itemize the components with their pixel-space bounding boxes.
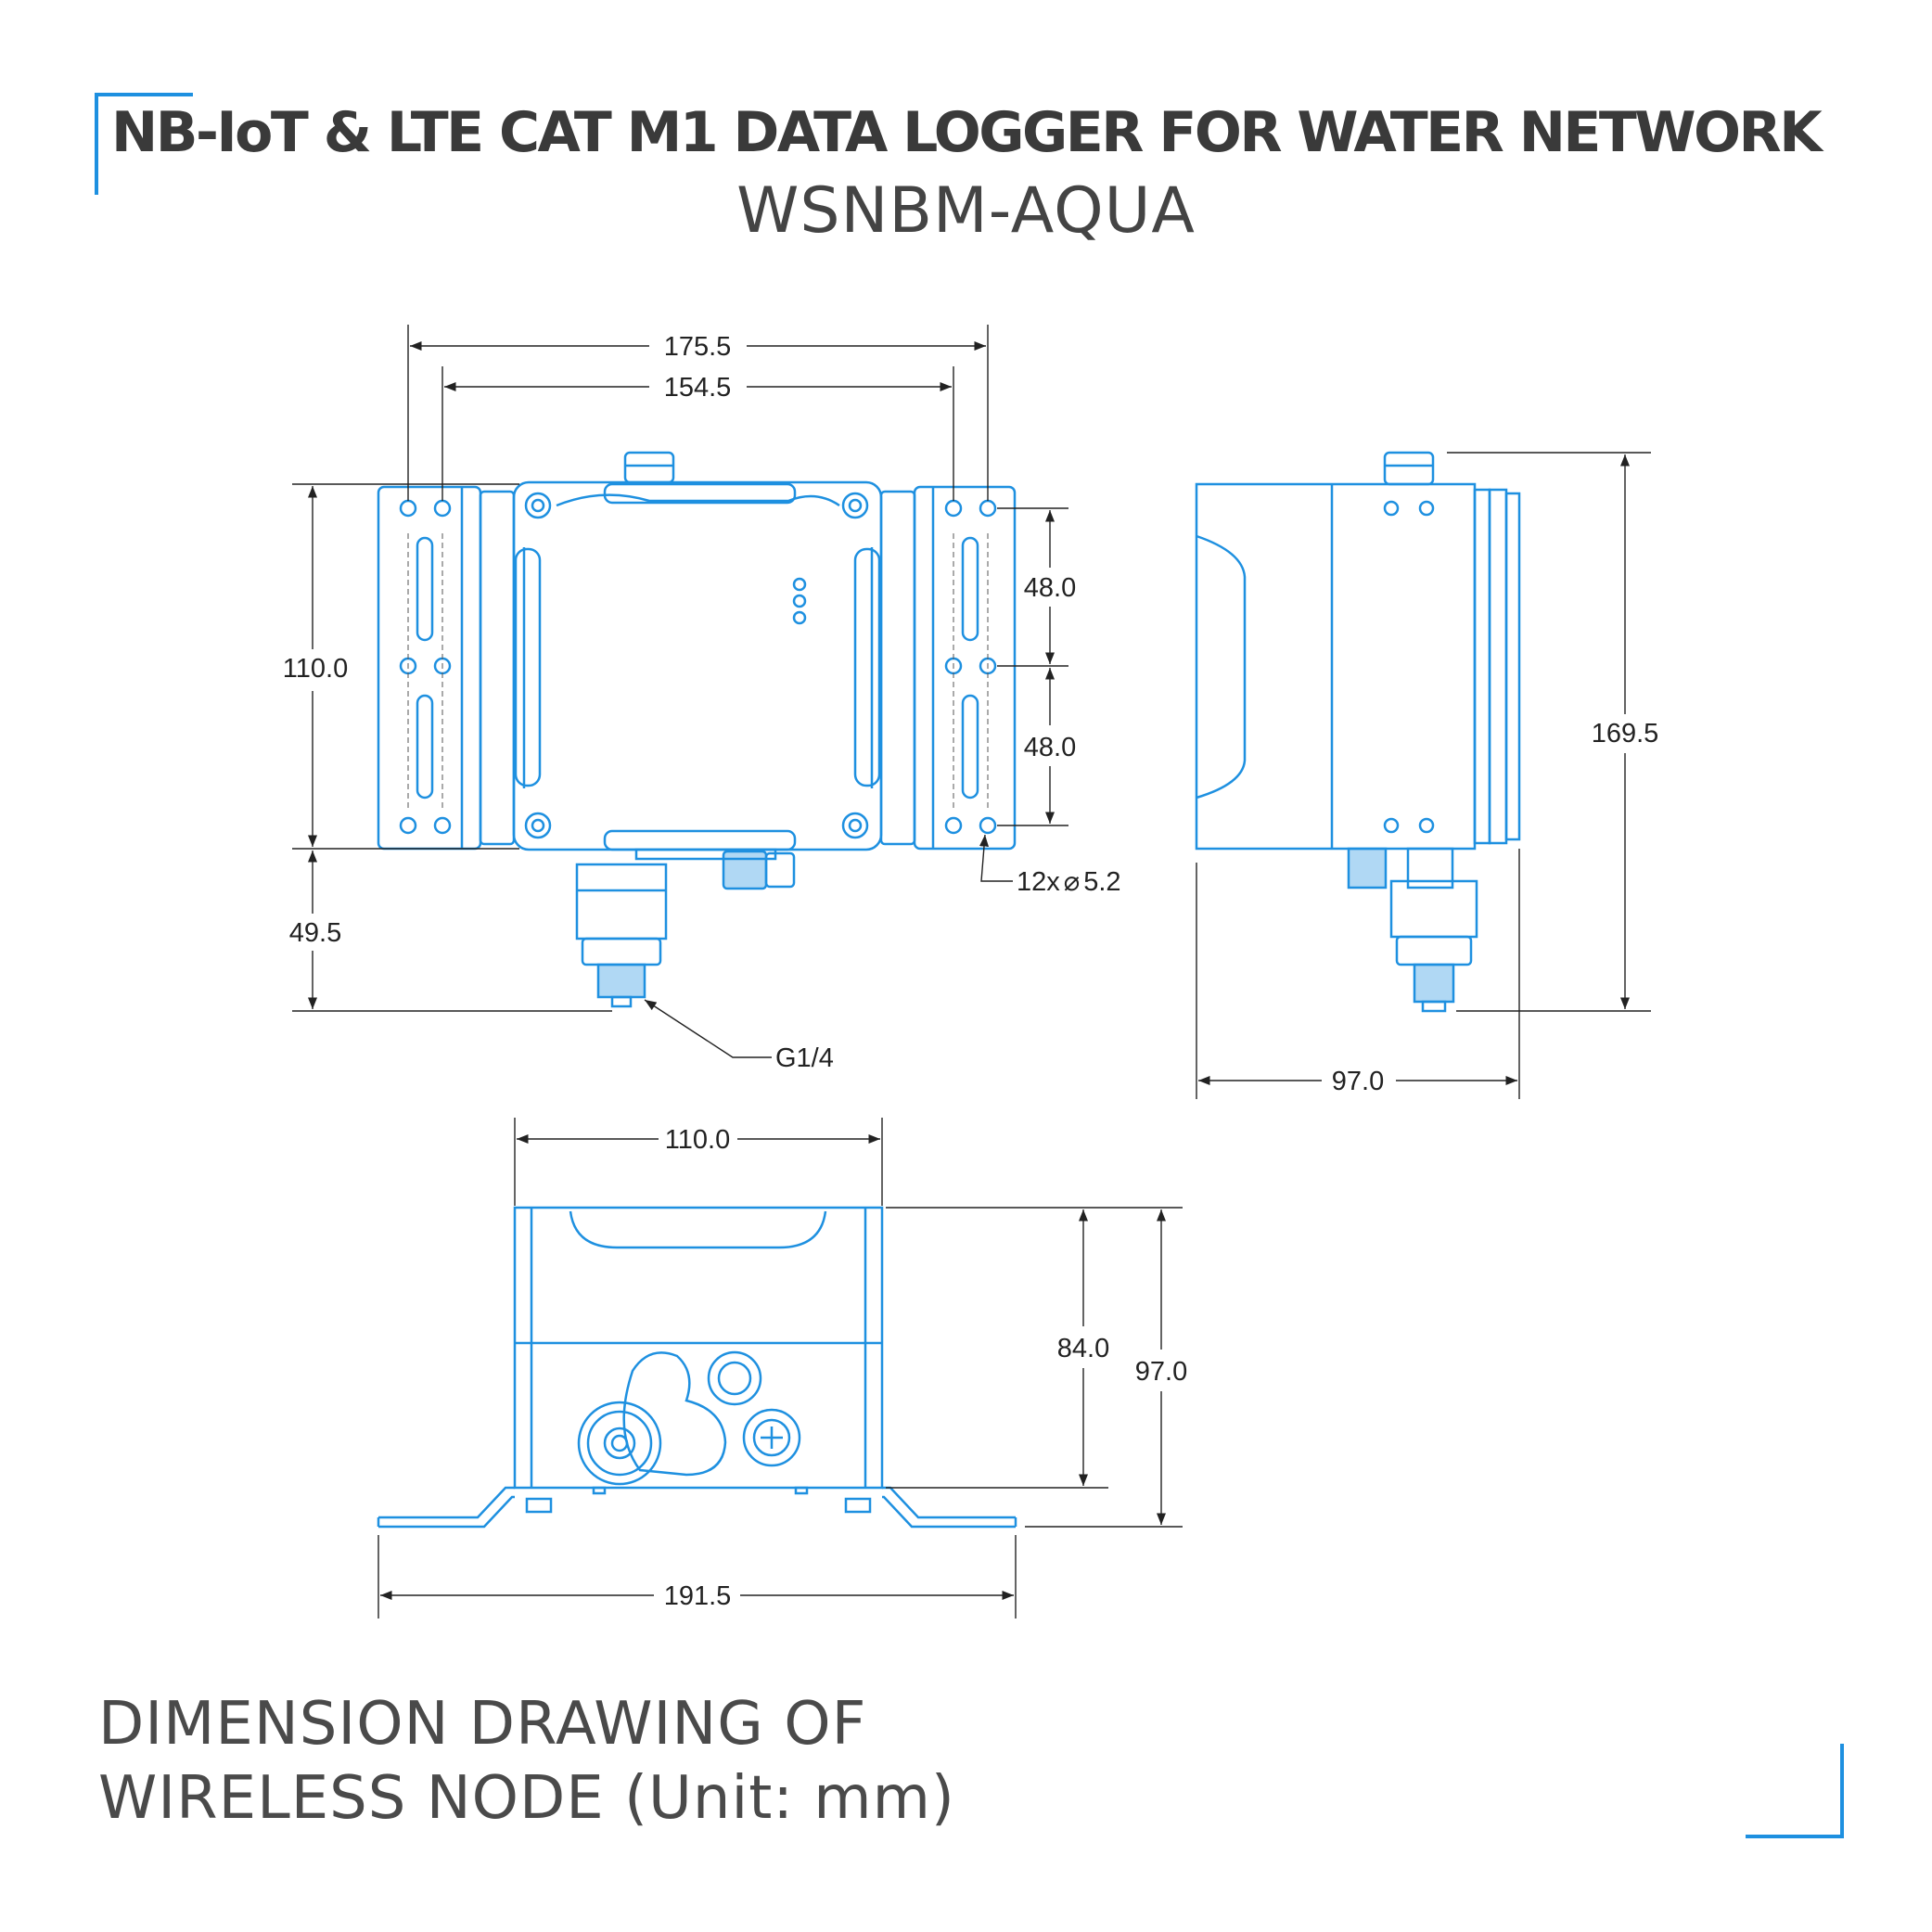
bottom-view <box>377 1206 1017 1529</box>
dim-hole-spacing: 154.5 <box>664 373 732 403</box>
bottom-right-corner <box>1746 1744 1844 1838</box>
dim-overall-width: 175.5 <box>664 332 732 362</box>
dim-slot-spacing-top: 48.0 <box>1024 573 1076 603</box>
caption-line-2: WIRELESS NODE (Unit: mm) <box>98 1764 955 1833</box>
dim-connector-height: 49.5 <box>289 918 341 948</box>
dim-bracket-width: 191.5 <box>664 1581 732 1611</box>
dim-bottom-total-height: 97.0 <box>1135 1357 1187 1387</box>
caption-line-1: DIMENSION DRAWING OF <box>98 1690 867 1759</box>
side-view <box>1195 451 1521 1013</box>
dim-bottom-body-height: 84.0 <box>1057 1334 1109 1363</box>
dim-slot-spacing-bottom: 48.0 <box>1024 733 1076 762</box>
diameter-symbol: ⌀ <box>1064 867 1080 897</box>
hole-diameter: 5.2 <box>1083 867 1120 897</box>
dim-depth: 97.0 <box>1332 1067 1384 1096</box>
front-view <box>377 451 1017 1008</box>
dim-total-height: 169.5 <box>1592 719 1659 748</box>
hole-callout: 12x⌀5.2 <box>1017 867 1121 897</box>
dim-body-height: 110.0 <box>283 654 348 684</box>
top-left-corner <box>95 93 193 195</box>
hole-count: 12x <box>1017 867 1060 897</box>
dim-bottom-body-width: 110.0 <box>665 1125 730 1155</box>
model-name: WSNBM-AQUA <box>736 174 1196 248</box>
thread-callout: G1/4 <box>775 1043 834 1073</box>
page-title: NB-IoT & LTE CAT M1 DATA LOGGER FOR WATE… <box>111 100 1823 165</box>
